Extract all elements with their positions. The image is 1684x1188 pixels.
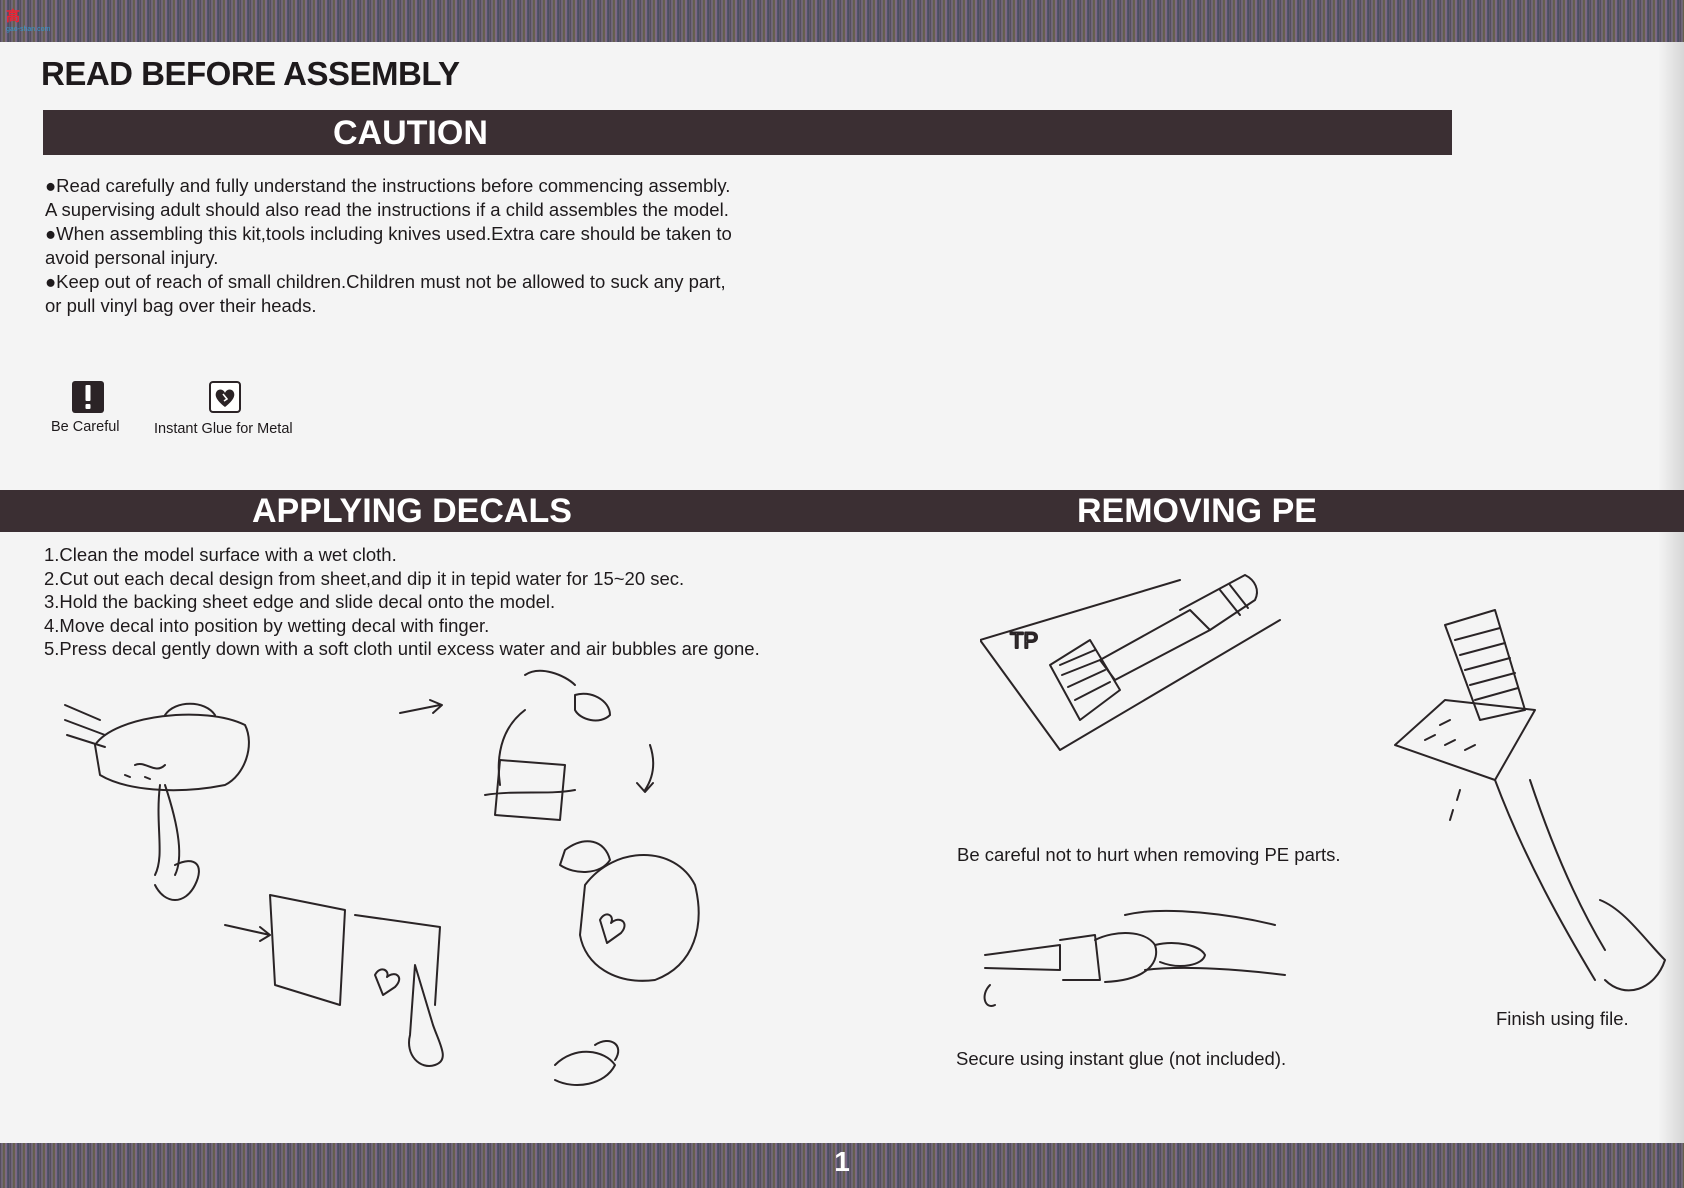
pe-file-drawing	[1394, 609, 1666, 992]
caution-text: ●Read carefully and fully understand the…	[45, 174, 732, 318]
caution-line: ●When assembling this kit,tools includin…	[45, 223, 732, 244]
careful-note: Be careful not to hurt when removing PE …	[957, 844, 1341, 865]
bottom-decorative-band	[0, 1143, 1684, 1188]
decal-step: 4.Move decal into position by wetting de…	[44, 614, 490, 636]
dip-water-drawing	[484, 669, 611, 821]
page-edge-shadow	[1658, 42, 1684, 1143]
be-careful-label: Be Careful	[51, 419, 120, 435]
pe-cutting-drawing: TP	[980, 574, 1281, 751]
top-decorative-band	[0, 0, 1684, 42]
decal-illustration	[64, 669, 700, 1086]
slide-decal-drawing	[554, 840, 700, 1086]
decal-step: 3.Hold the backing sheet edge and slide …	[44, 591, 556, 612]
decal-step: 5.Press decal gently down with a soft cl…	[44, 638, 760, 659]
glue-note: Secure using instant glue (not included)…	[956, 1048, 1287, 1069]
glue-heart-icon	[209, 381, 241, 413]
caution-line: ●Keep out of reach of small children.Chi…	[45, 271, 726, 292]
tp-label: TP	[1010, 628, 1038, 653]
caution-line: avoid personal injury.	[45, 247, 219, 268]
page-number: 1	[834, 1146, 850, 1177]
section-header-bar: APPLYING DECALS REMOVING PE	[0, 490, 1684, 532]
caution-heading: CAUTION	[333, 114, 488, 152]
decals-heading: APPLYING DECALS	[252, 492, 572, 530]
pe-glue-drawing	[983, 909, 1286, 1007]
caution-line: or pull vinyl bag over their heads.	[45, 295, 317, 316]
caution-header-bar: CAUTION	[43, 110, 1452, 155]
decal-step: 1.Clean the model surface with a wet clo…	[44, 544, 397, 565]
arrow-drawing	[636, 744, 655, 793]
pe-heading: REMOVING PE	[1077, 492, 1317, 530]
file-note: Finish using file.	[1496, 1008, 1629, 1029]
caution-line: A supervising adult should also read the…	[45, 199, 729, 220]
cut-decal-drawing	[269, 894, 444, 1067]
wet-cloth-turret-drawing	[64, 702, 250, 901]
arrow-drawing	[224, 924, 271, 942]
arrow-drawing	[399, 699, 443, 714]
caution-line: ●Read carefully and fully understand the…	[45, 175, 731, 196]
instant-glue-label: Instant Glue for Metal	[154, 421, 293, 437]
exclamation-icon	[72, 381, 104, 413]
decal-step: 2.Cut out each decal design from sheet,a…	[44, 567, 685, 589]
decal-steps: 1.Clean the model surface with a wet clo…	[44, 543, 760, 661]
page-title: READ BEFORE ASSEMBLY	[41, 55, 460, 92]
